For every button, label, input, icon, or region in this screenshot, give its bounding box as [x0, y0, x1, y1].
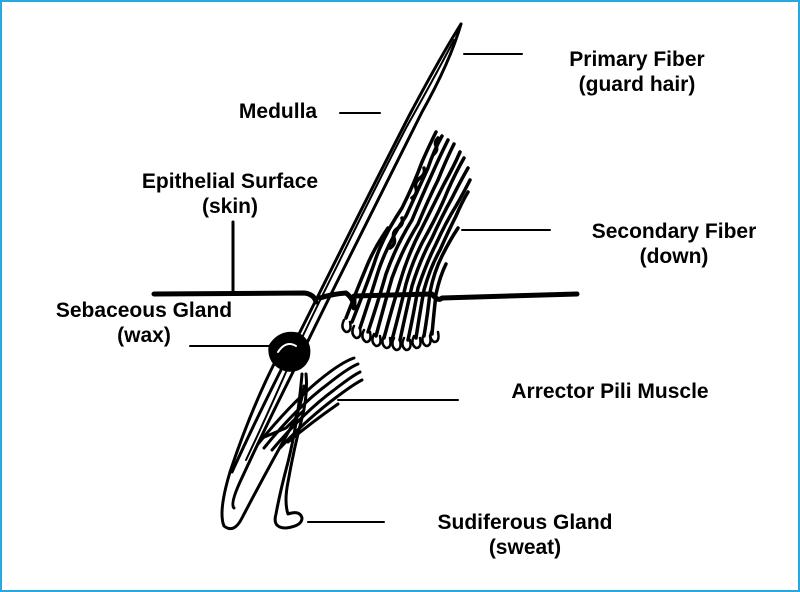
sebaceous-gland [270, 333, 309, 370]
label-secondary-fiber-line2: (down) [556, 244, 792, 269]
label-primary-fiber-line1: Primary Fiber [532, 47, 742, 72]
label-epithelial-line2: (skin) [82, 194, 378, 219]
label-sebaceous-line2: (wax) [14, 323, 274, 348]
arrector-pili-muscle [258, 358, 362, 450]
label-medulla: Medulla [218, 99, 338, 124]
label-sudiferous-line2: (sweat) [390, 535, 660, 560]
label-primary-fiber: Primary Fiber (guard hair) [532, 47, 742, 97]
label-secondary-fiber: Secondary Fiber (down) [556, 219, 792, 269]
label-epithelial-line1: Epithelial Surface [82, 169, 378, 194]
label-sudiferous-gland: Sudiferous Gland (sweat) [390, 510, 660, 560]
label-secondary-fiber-line1: Secondary Fiber [556, 219, 792, 244]
label-arrector-line1: Arrector Pili Muscle [464, 379, 756, 404]
label-epithelial-surface: Epithelial Surface (skin) [82, 169, 378, 219]
label-primary-fiber-line2: (guard hair) [532, 72, 742, 97]
label-arrector-pili-muscle: Arrector Pili Muscle [464, 379, 756, 404]
label-sebaceous-line1: Sebaceous Gland [14, 298, 274, 323]
label-medulla-line1: Medulla [218, 99, 338, 124]
label-sebaceous-gland: Sebaceous Gland (wax) [14, 298, 274, 348]
secondary-fiber-bundle [346, 132, 470, 340]
label-sudiferous-line1: Sudiferous Gland [390, 510, 660, 535]
